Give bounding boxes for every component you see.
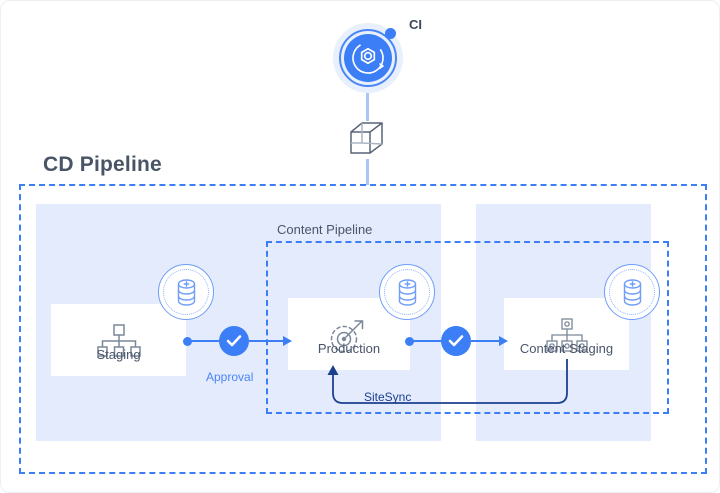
flow-line-staging-to-approval — [191, 340, 221, 342]
promote-check-button[interactable] — [441, 326, 471, 356]
ci-ring — [339, 29, 397, 87]
ci-node[interactable]: CI — [333, 17, 422, 93]
content-pipeline-container — [266, 241, 669, 414]
flow-line-approval-to-production — [249, 340, 287, 342]
db-dotted-ring — [384, 269, 430, 315]
node-content-staging-label: Content Staging — [519, 341, 614, 356]
database-badge-staging[interactable] — [158, 264, 214, 320]
connector-artifact-to-cd — [366, 159, 369, 185]
sitesync-label: SiteSync — [364, 390, 412, 404]
database-plus-icon — [621, 278, 644, 312]
sitesync-connector — [321, 359, 591, 419]
node-staging-label: Staging — [96, 347, 141, 362]
ci-gear-refresh-icon — [344, 34, 392, 87]
flow-origin-dot-production — [405, 337, 414, 346]
ci-label: CI — [409, 17, 422, 32]
approval-check-button[interactable] — [219, 326, 249, 356]
node-production-label: Production — [317, 341, 381, 356]
node-staging[interactable]: Staging — [51, 304, 186, 376]
cd-pipeline-container — [19, 184, 707, 474]
hierarchy-gear-icon — [545, 318, 589, 357]
node-content-staging[interactable]: Content Staging — [504, 298, 629, 370]
flow-arrowhead-content-staging — [499, 334, 509, 352]
ci-orbit-dot-icon — [385, 28, 396, 39]
hierarchy-icon — [96, 324, 142, 363]
db-dotted-ring — [609, 269, 655, 315]
flow-arrowhead-production — [283, 334, 293, 352]
gauge-rocket-icon — [327, 318, 371, 359]
flow-line-gate-to-content-staging — [471, 340, 503, 342]
approval-label: Approval — [206, 370, 254, 384]
flow-line-production-to-gate — [413, 340, 443, 342]
content-pipeline-title: Content Pipeline — [273, 222, 377, 237]
cube-icon — [346, 119, 388, 166]
database-badge-production[interactable] — [379, 264, 435, 320]
database-plus-icon — [396, 278, 419, 312]
page-title: CD Pipeline — [43, 153, 162, 176]
connector-ci-to-artifact — [366, 93, 369, 121]
db-dotted-ring — [163, 269, 209, 315]
database-plus-icon — [175, 278, 198, 312]
flow-origin-dot-staging — [183, 337, 192, 346]
database-badge-content-staging[interactable] — [604, 264, 660, 320]
ci-core — [344, 34, 392, 82]
